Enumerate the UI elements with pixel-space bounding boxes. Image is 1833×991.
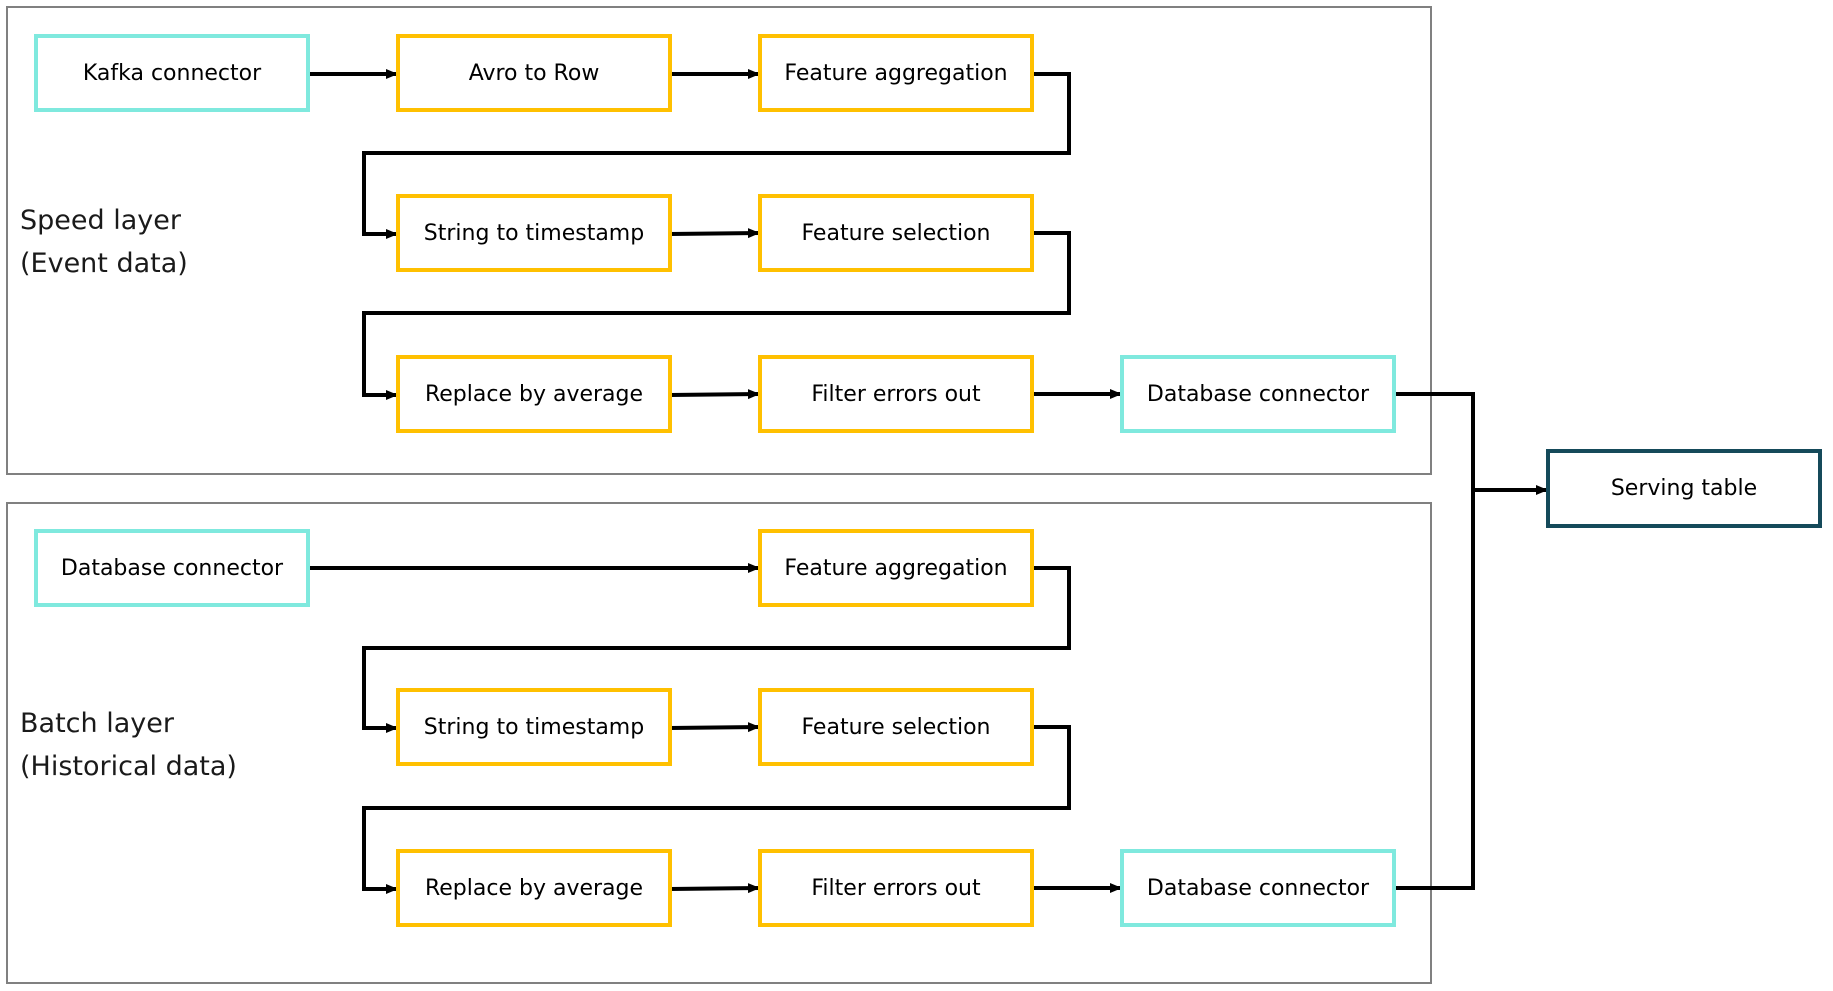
edge-batch-feature-selection-to-replace-by-average xyxy=(362,725,1071,894)
batch-database-connector-label: Database connector xyxy=(1146,875,1370,901)
batch-database-connector-source-node: Database connector xyxy=(34,529,310,607)
serving-table-node: Serving table xyxy=(1546,449,1822,528)
speed-string-to-timestamp-node: String to timestamp xyxy=(396,194,672,272)
edge-feature-selection-to-replace-by-average xyxy=(362,231,1071,400)
speed-layer-title: Speed layer xyxy=(20,205,181,236)
edge-batch-replace-by-average-to-filter-errors xyxy=(669,883,760,894)
batch-string-to-timestamp-label: String to timestamp xyxy=(423,714,645,740)
speed-filter-errors-out-label: Filter errors out xyxy=(811,381,981,407)
speed-filter-errors-out-node: Filter errors out xyxy=(758,355,1034,433)
batch-filter-errors-out-node: Filter errors out xyxy=(758,849,1034,927)
speed-replace-by-average-node: Replace by average xyxy=(396,355,672,433)
batch-string-to-timestamp-node: String to timestamp xyxy=(396,688,672,766)
speed-layer-frame xyxy=(6,6,1432,475)
speed-string-to-timestamp-label: String to timestamp xyxy=(423,220,645,246)
batch-replace-by-average-node: Replace by average xyxy=(396,849,672,927)
speed-layer-label: Speed layer (Event data) xyxy=(20,199,188,285)
speed-layer-subtitle: (Event data) xyxy=(20,248,188,279)
edge-speed-database-to-serving-merge xyxy=(1396,392,1475,490)
speed-replace-by-average-label: Replace by average xyxy=(424,381,644,407)
batch-layer-title: Batch layer xyxy=(20,708,174,739)
batch-replace-by-average-label: Replace by average xyxy=(424,875,644,901)
speed-kafka-connector-node: Kafka connector xyxy=(34,34,310,112)
speed-feature-aggregation-label: Feature aggregation xyxy=(784,60,1008,86)
batch-layer-label: Batch layer (Historical data) xyxy=(20,702,237,788)
batch-feature-selection-node: Feature selection xyxy=(758,688,1034,766)
batch-database-connector-node: Database connector xyxy=(1120,849,1396,927)
speed-database-connector-label: Database connector xyxy=(1146,381,1370,407)
speed-feature-selection-label: Feature selection xyxy=(801,220,991,246)
batch-feature-aggregation-label: Feature aggregation xyxy=(784,555,1008,581)
speed-database-connector-node: Database connector xyxy=(1120,355,1396,433)
edge-batch-feature-aggregation-to-string-to-timestamp xyxy=(362,566,1071,733)
edge-feature-aggregation-to-string-to-timestamp xyxy=(362,72,1071,239)
serving-table-label: Serving table xyxy=(1610,476,1758,501)
edge-string-to-timestamp-to-feature-selection xyxy=(669,228,760,239)
speed-feature-aggregation-node: Feature aggregation xyxy=(758,34,1034,112)
batch-layer-subtitle: (Historical data) xyxy=(20,751,237,782)
batch-feature-selection-label: Feature selection xyxy=(801,714,991,740)
speed-avro-to-row-label: Avro to Row xyxy=(468,60,600,86)
batch-database-connector-source-label: Database connector xyxy=(60,555,284,581)
batch-layer-frame xyxy=(6,502,1432,984)
batch-feature-aggregation-node: Feature aggregation xyxy=(758,529,1034,607)
batch-filter-errors-out-label: Filter errors out xyxy=(811,875,981,901)
edge-replace-by-average-to-filter-errors xyxy=(669,389,760,400)
edge-batch-database-to-serving-merge xyxy=(1396,490,1475,890)
speed-kafka-connector-label: Kafka connector xyxy=(82,60,262,86)
edge-batch-string-to-timestamp-to-feature-selection xyxy=(669,722,760,733)
speed-feature-selection-node: Feature selection xyxy=(758,194,1034,272)
speed-avro-to-row-node: Avro to Row xyxy=(396,34,672,112)
